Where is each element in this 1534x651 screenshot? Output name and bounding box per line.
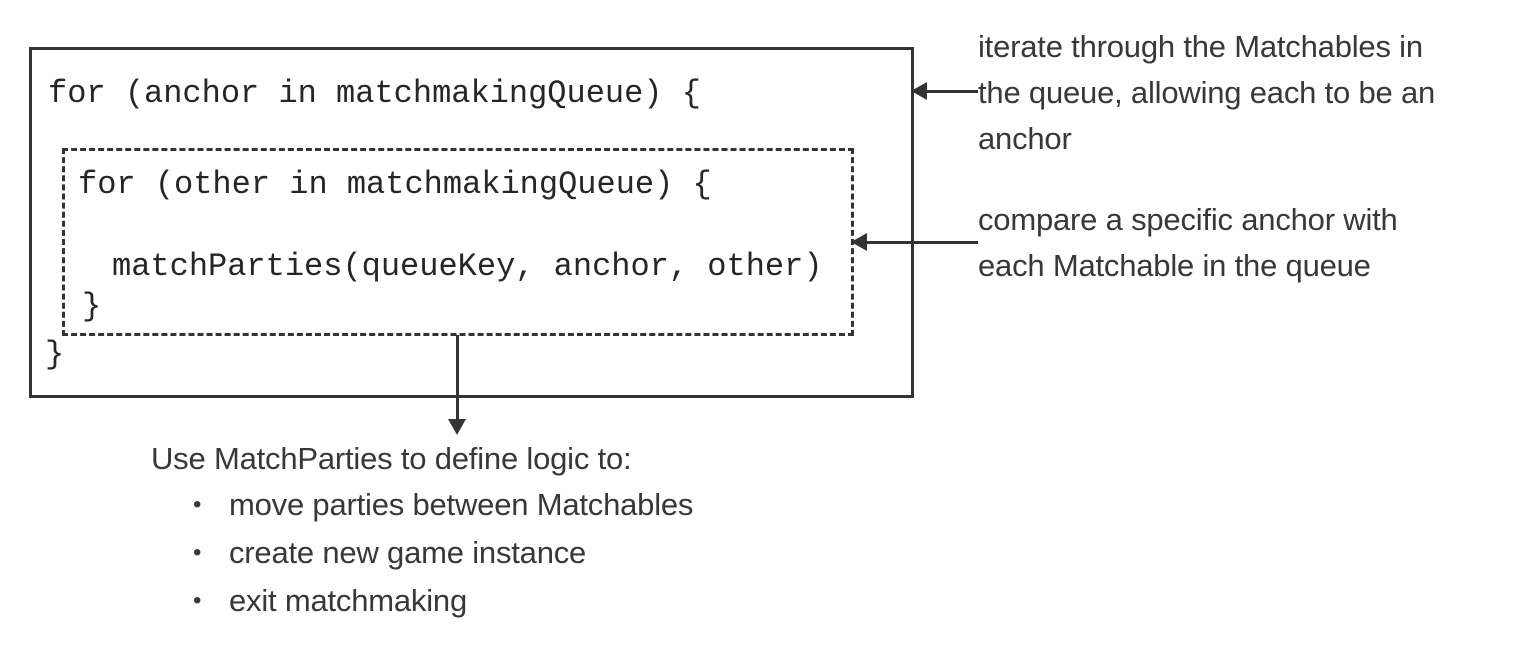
inner-loop-arrowhead-icon <box>851 233 867 251</box>
list-item: • exit matchmaking <box>193 577 467 625</box>
annotation-inner-loop: compare a specific anchor with each Matc… <box>978 197 1398 289</box>
code-outer-loop-open: for (anchor in matchmakingQueue) { <box>48 75 701 112</box>
annotation-anchor-loop-line: iterate through the Matchables in <box>978 29 1423 64</box>
list-item: • move parties between Matchables <box>193 481 693 529</box>
bullet-text: exit matchmaking <box>229 583 468 618</box>
bullet-icon: • <box>193 587 202 614</box>
annotation-inner-loop-line: compare a specific anchor with <box>978 202 1398 237</box>
bullet-icon: • <box>193 539 202 566</box>
code-inner-loop-close: } <box>82 288 102 325</box>
outer-loop-box <box>29 47 914 398</box>
code-match-parties-call: matchParties(queueKey, anchor, other) <box>112 248 823 285</box>
annotation-inner-loop-line: each Matchable in the queue <box>978 248 1371 283</box>
bullet-text: create new game instance <box>229 535 587 570</box>
annotation-anchor-loop-line: anchor <box>978 121 1072 156</box>
list-item: • create new game instance <box>193 529 586 577</box>
bullet-text: move parties between Matchables <box>229 487 694 522</box>
code-outer-loop-close: } <box>45 336 65 373</box>
inner-loop-arrow-line <box>864 241 978 244</box>
anchor-loop-arrow-line <box>924 90 978 93</box>
annotation-anchor-loop-line: the queue, allowing each to be an <box>978 75 1436 110</box>
anchor-loop-arrowhead-icon <box>911 82 927 100</box>
annotation-anchor-loop: iterate through the Matchables in the qu… <box>978 24 1435 162</box>
code-inner-loop-open: for (other in matchmakingQueue) { <box>78 166 712 203</box>
bullet-icon: • <box>193 491 202 518</box>
match-parties-arrow-line <box>456 335 459 421</box>
annotation-match-parties-title: Use MatchParties to define logic to: <box>151 441 632 476</box>
match-parties-arrowhead-icon <box>448 419 466 435</box>
